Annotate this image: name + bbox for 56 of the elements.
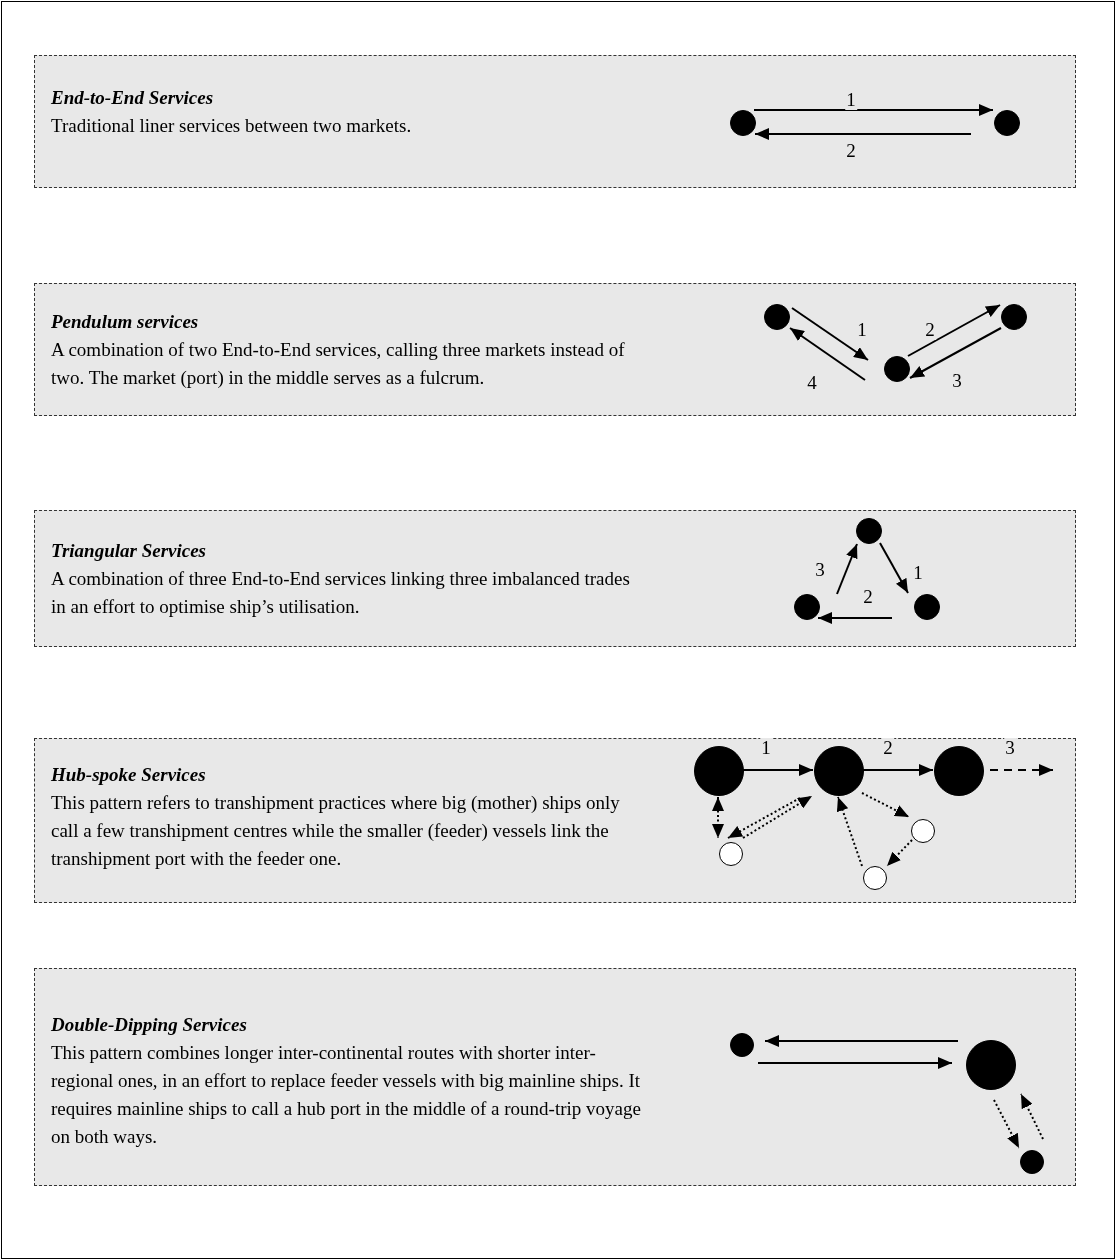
port-dot [1001,304,1027,330]
feeder-port-circle [719,842,743,866]
port-dot [730,1033,754,1057]
port-dot [1020,1150,1044,1174]
route-number: 2 [924,320,936,340]
panel-heading: End-to-End Services [51,86,214,110]
service-panel [34,738,1076,903]
panel-description: A combination of three End-to-End services linking three imbalanced trades in an effort to optimise ship’s utilisation. [51,567,631,619]
route-arrow [1020,1093,1044,1140]
port-dot [814,746,864,796]
panel-heading: Double-Dipping Services [51,1013,247,1037]
service-panel [34,55,1076,188]
route-arrow [764,1035,959,1047]
route-arrow [836,796,863,867]
route-arrow [861,792,910,818]
port-dot [730,110,756,136]
route-arrow [742,764,814,776]
route-arrow [727,797,801,839]
port-dot [966,1040,1016,1090]
port-dot [694,746,744,796]
port-dot [884,356,910,382]
route-arrow [742,795,813,839]
route-arrow [836,543,858,595]
route-arrow [993,1099,1020,1149]
panel-heading: Hub-spoke Services [51,763,206,787]
route-arrow [712,796,724,839]
route-arrow [879,542,909,594]
port-dot [934,746,984,796]
feeder-port-circle [911,819,935,843]
service-panel [34,968,1076,1186]
route-arrow [907,304,1001,357]
route-arrow [989,764,1054,776]
panel-heading: Pendulum services [51,310,199,334]
route-arrow [757,1057,953,1069]
route-arrow [754,128,972,140]
port-dot [764,304,790,330]
port-dot [856,518,882,544]
panel-description: A combination of two End-to-End services, calling three markets instead of two. The market (port) in the middle serves as a fulcrum. [51,338,626,390]
port-dot [914,594,940,620]
service-panel [34,510,1076,647]
panel-description: This pattern refers to transhipment practices where big (mother) ships only call a few transhipment centres while the smaller (feeder) vessels link the transhipment port with the feeder one. [51,791,621,871]
port-dot [794,594,820,620]
port-dot [994,110,1020,136]
route-arrow [791,307,869,361]
route-arrow [909,327,1002,379]
route-arrow [862,764,934,776]
panel-description: Traditional liner services between two markets. [51,114,413,138]
route-arrow [753,104,994,116]
route-arrow [886,839,913,867]
feeder-port-circle [863,866,887,890]
route-arrow [817,612,893,624]
service-panel [34,283,1076,416]
route-number: 1 [845,90,857,110]
route-arrow [789,327,866,381]
panel-heading: Triangular Services [51,539,206,563]
panel-description: This pattern combines longer inter-continental routes with shorter inter-regional ones, in an effort to replace feeder vessels with big mainline ships. It requires mainline ships to call a hub port in the middle of a round-trip voyage on both ways. [51,1041,642,1149]
